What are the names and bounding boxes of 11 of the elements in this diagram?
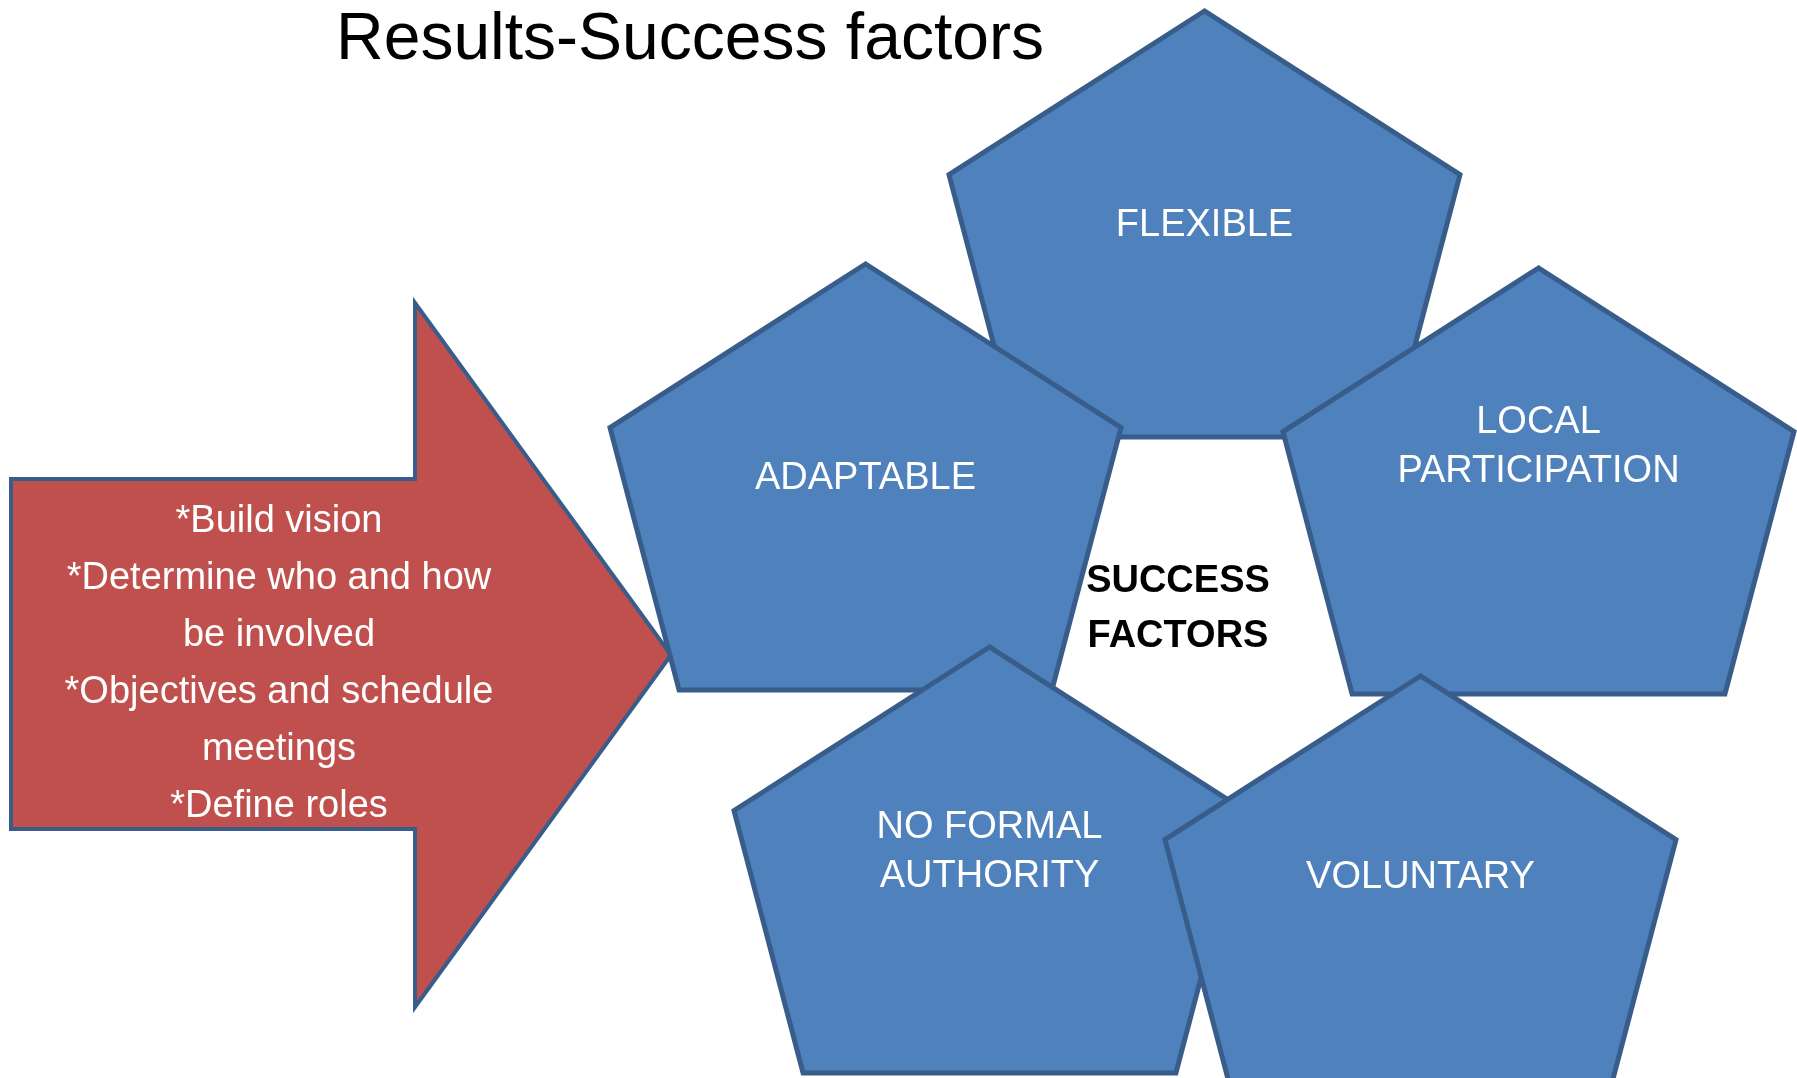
title: Results-Success factors bbox=[335, 0, 1045, 73]
bullet-text: *Build vision bbox=[174, 497, 384, 542]
pentagon-label: NO FORMAL AUTHORITY bbox=[875, 802, 1104, 897]
center-label: SUCCESS FACTORS bbox=[1085, 557, 1271, 658]
pentagon-label: ADAPTABLE bbox=[753, 454, 977, 499]
bullet-text: *Determine who and how be involved bbox=[65, 554, 493, 656]
pentagon-label: VOLUNTARY bbox=[1305, 853, 1536, 899]
bullet-text: *Objectives and schedule meetings bbox=[64, 668, 494, 770]
pentagon-label: FLEXIBLE bbox=[1114, 201, 1295, 246]
bullet-text: *Define roles bbox=[169, 782, 389, 827]
pentagon-label: LOCAL PARTICIPATION bbox=[1396, 397, 1681, 493]
